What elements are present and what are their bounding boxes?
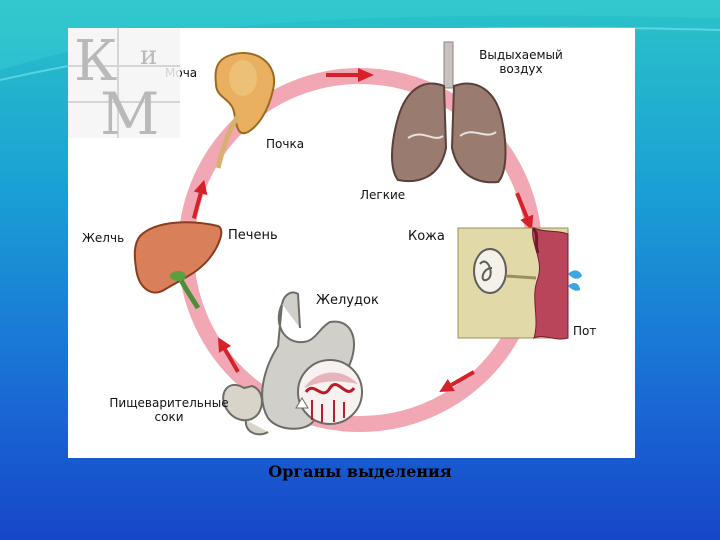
label-digestive-juices-line1: Пищеварительные <box>109 396 229 410</box>
label-exhaled-air-line1: Выдыхаемый <box>479 48 563 62</box>
flow-arrow-left-upper <box>191 179 208 219</box>
kidney-illustration <box>214 52 276 169</box>
slide-caption: Органы выделения <box>268 462 452 481</box>
label-digestive-juices-line2: соки <box>154 410 184 424</box>
skin-illustration <box>457 227 582 340</box>
label-bile: Желчь <box>82 231 125 245</box>
flow-arrow-top <box>326 68 374 82</box>
label-liver: Печень <box>228 228 278 243</box>
flow-arrow-left-lower <box>218 337 240 373</box>
diagram-artwork <box>133 41 582 436</box>
label-skin: Кожа <box>408 229 445 244</box>
liver-illustration <box>133 221 223 310</box>
label-exhaled-air: Выдыхаемый воздух <box>476 48 566 76</box>
label-kidney: Почка <box>266 137 305 151</box>
watermark-logo: К и М <box>68 28 180 138</box>
logo-letter-k: К <box>74 29 117 94</box>
diagram-panel: Моча Почка Выдыхаемый воздух Легкие Кожа… <box>68 28 635 458</box>
flow-arrow-right-lower <box>439 370 475 392</box>
label-sweat: Пот <box>573 324 597 338</box>
flow-arrow-right-upper <box>515 192 534 231</box>
label-digestive-juices: Пищеварительные соки <box>104 396 234 424</box>
logo-letter-m: М <box>100 80 159 138</box>
lungs-illustration <box>391 41 507 184</box>
stomach-illustration <box>222 291 363 436</box>
label-stomach: Желудок <box>316 293 379 308</box>
logo-letter-i: и <box>140 41 157 71</box>
label-lungs: Легкие <box>360 188 406 202</box>
label-exhaled-air-line2: воздух <box>499 62 543 76</box>
